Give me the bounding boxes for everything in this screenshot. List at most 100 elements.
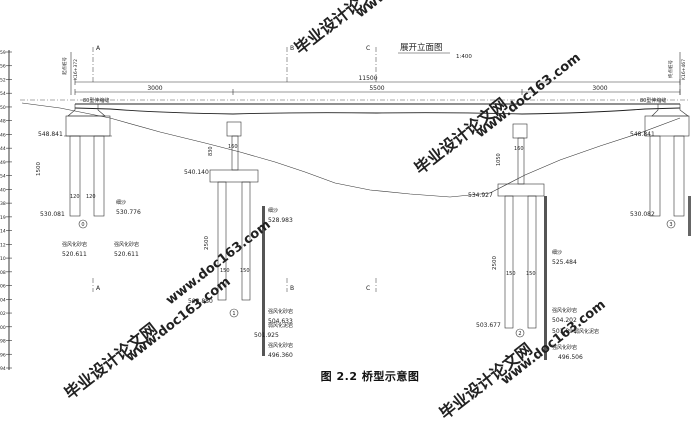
ruler-label: 46 [0,132,6,138]
ruler-label: 10 [0,256,6,262]
a0-soil2-name-left: 强风化砂岩 [62,241,87,248]
ruler-label: 96 [0,352,6,358]
p1-soil1-name: 细沙 [268,207,278,214]
section-label-b-bottom: B [290,285,294,292]
p2-soil3-elev: 501.891 [552,328,577,335]
watermark-site-url: www.doc163.com [353,0,463,21]
pier-1-pile-w1: 150 [220,268,230,274]
abutment-0: 548.841 548.841 1500 120 120 530.081 0 细… [36,115,655,258]
ruler-label: 48 [0,119,6,125]
figure-caption: 图 2.2 桥型示意图 [320,370,420,383]
a0-soil2-elev-left: 520.611 [62,251,87,258]
abutment-3: 530.082 3 [630,115,691,236]
span-mid-dim: 5500 [369,85,384,92]
p1-soil3-elev: 501.925 [254,332,279,339]
expansion-joint-right: 80型伸缩缝 [640,97,666,104]
abutment-0-pile-w1: 120 [70,194,80,200]
drawing-title: 展开立面图 [400,42,443,53]
abutment-0-depth: 1500 [36,162,42,176]
section-label-c-bottom: C [366,285,370,292]
elevation-ruler: 5956525450484644495440381914121008060402… [0,50,12,372]
pier-1: 160 830 540.140 2500 150 150 508.880 1 细… [184,121,293,359]
pier-2-top-elev: 534.927 [468,192,493,199]
watermark-site-url: www.doc163.com [473,50,583,141]
ruler-label: 08 [0,270,6,276]
pier-2: 160 1050 534.927 2500 150 150 503.677 2 … [468,123,599,361]
ruler-label: 14 [0,229,6,235]
watermark-site-name: 毕业设计论文网 [61,319,161,403]
ruler-label: 59 [0,50,6,56]
p2-soil1-name: 细沙 [552,249,562,256]
station-end-value: K16+467 [681,59,687,80]
pier-1-cap-dim: 160 [228,144,238,150]
watermark-site-name: 毕业设计论文网 [436,339,536,423]
expansion-joint-left: 80型伸缩缝 [83,97,109,104]
watermark-overlay: 毕业设计论文网 www.doc163.com 毕业设计论文网 www.doc163.c… [61,0,609,423]
span-right-dim: 3000 [592,85,607,92]
station-start-label: 起点桩号 [61,57,68,75]
pier-2-pile-w2: 150 [526,271,536,277]
p1-soil4-name: 强风化砂岩 [268,342,293,349]
ruler-label: 50 [0,105,6,111]
pier-1-bottom-elev: 508.880 [188,298,213,305]
ruler-label: 98 [0,339,6,345]
ruler-label: 94 [0,366,6,372]
abutment-0-number: 0 [81,222,84,228]
p1-soil4-elev: 496.360 [268,352,293,359]
p1-soil1-elev: 528.983 [268,217,293,224]
section-label-a-top: A [96,45,101,52]
station-start-value: K16+372 [73,59,79,80]
abutment-0-bottom-elev: 530.081 [40,211,65,218]
pier-2-cap-dim: 160 [514,146,524,152]
pier-2-bottom-elev: 503.677 [476,322,501,329]
p2-soil3-name: 弱风化泥岩 [574,328,599,335]
total-length-dim: 11500 [358,75,377,82]
a0-soil2-elev: 520.611 [114,251,139,258]
section-label-b-top: B [290,45,294,52]
abutment-3-bottom-elev: 530.082 [630,211,655,218]
pier-2-number: 2 [518,331,521,337]
a0-soil1-name: 细沙 [116,199,126,206]
ruler-label: 56 [0,64,6,70]
bridge-deck: 80型伸缩缝 80型伸缩缝 [20,97,690,117]
abutment-0-right-elev: 548.841 [630,131,655,138]
pier-2-col-dim: 1050 [496,153,502,166]
p1-soil2-elev: 504.633 [268,318,293,325]
abutment-0-pile-w2: 120 [86,194,96,200]
p1-soil2-name: 强风化砂岩 [268,308,293,315]
pier-1-top-elev: 540.140 [184,169,209,176]
section-label-a-bottom: A [96,285,101,292]
p1-soil3-name: 弱风化泥岩 [268,322,293,329]
section-markers: A B C A B C [92,45,377,292]
ruler-label: 49 [0,160,6,166]
pier-2-pile-w1: 150 [506,271,516,277]
ruler-label: 52 [0,77,6,83]
ruler-label: 54 [0,174,6,180]
pier-1-number: 1 [232,311,235,317]
section-label-c-top: C [366,45,370,52]
a0-soil2-name: 强风化砂岩 [114,241,139,248]
pier-1-pile-w2: 150 [240,268,250,274]
ground-profile [21,102,681,198]
pier-1-col-dim: 830 [208,146,214,156]
p2-soil4-name: 强风化砂岩 [552,344,577,351]
span-dimensions: 11500 3000 5500 3000 [74,75,681,95]
ruler-label: 12 [0,242,6,248]
p2-soil2-name: 强风化砂岩 [552,307,577,314]
station-marks: 起点桩号 K16+372 终点桩号 K16+467 [61,52,687,95]
p2-soil1-elev: 525.484 [552,259,577,266]
p2-soil4-elev: 496.506 [558,354,583,361]
p2-soil2-elev: 504.202 [552,317,577,324]
ruler-label: 02 [0,311,6,317]
abutment-3-number: 3 [669,222,672,228]
pier-2-pile-depth: 2500 [492,256,498,270]
ruler-label: 04 [0,297,6,303]
ruler-label: 19 [0,215,6,221]
station-end-label: 终点桩号 [667,60,674,78]
ruler-label: 54 [0,91,6,97]
ruler-label: 38 [0,201,6,207]
a0-soil1-elev: 530.776 [116,209,141,216]
ruler-label: 00 [0,325,6,331]
span-left-dim: 3000 [147,85,162,92]
